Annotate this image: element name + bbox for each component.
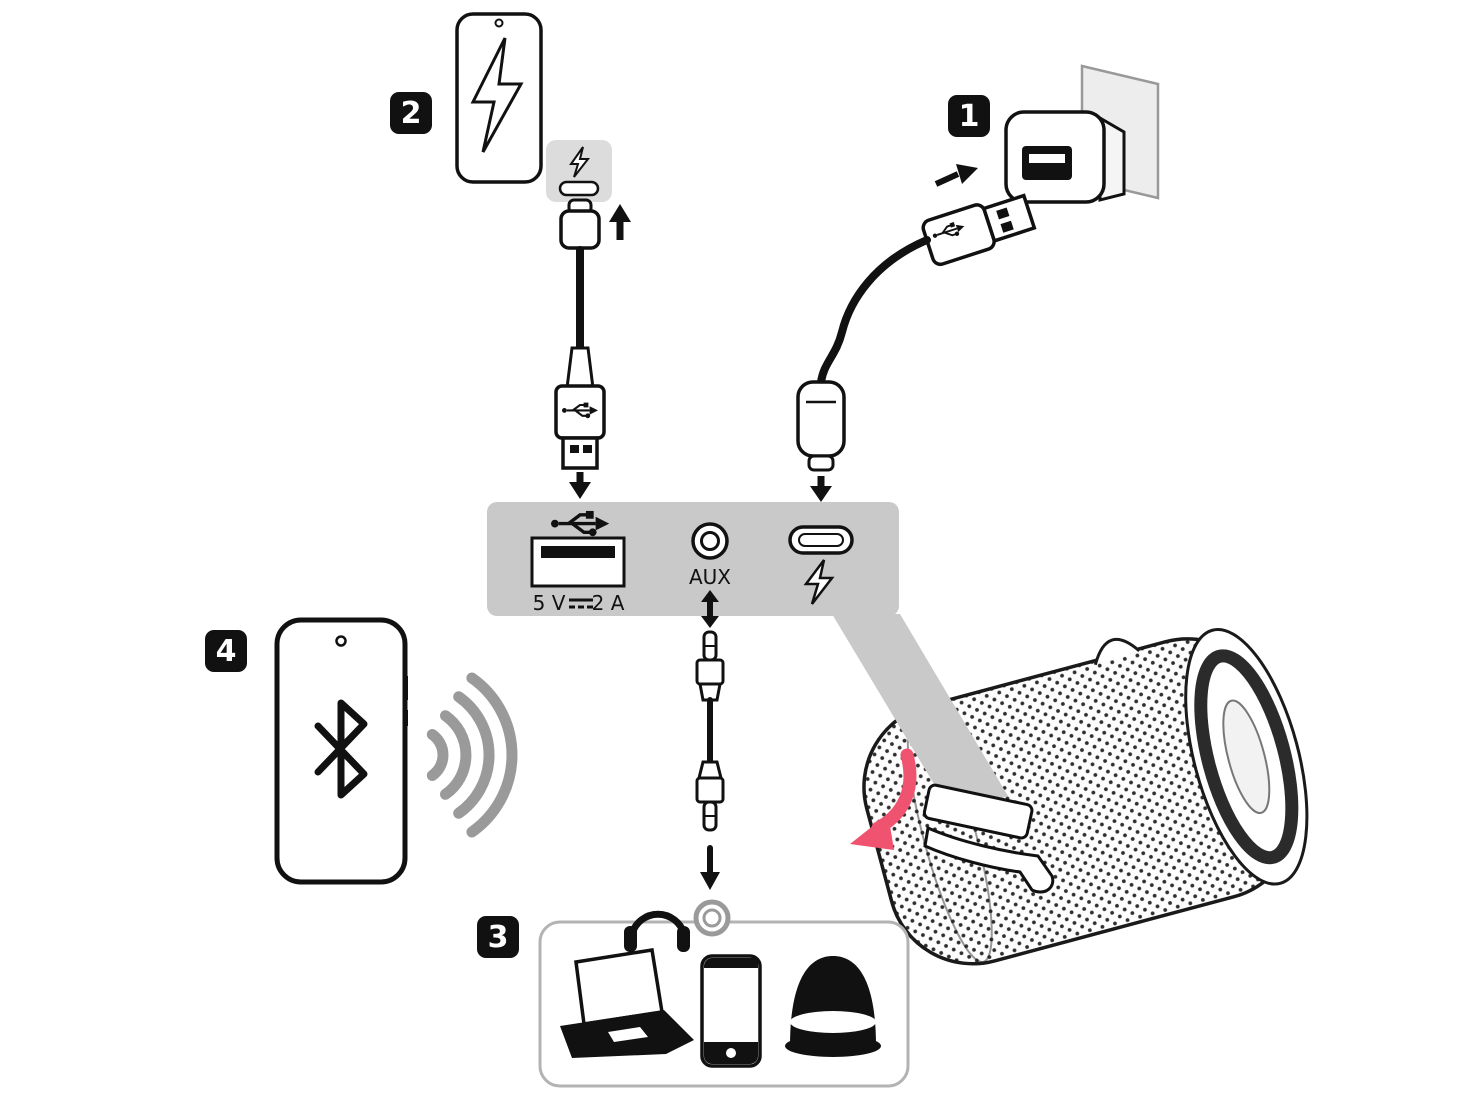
portable-speaker: [832, 614, 1309, 966]
bluetooth-icon: [314, 699, 368, 799]
step2-badge: 2: [390, 92, 432, 134]
aux-label: AUX: [689, 565, 731, 589]
usb-c-connector: [559, 198, 601, 250]
svg-text:1: 1: [959, 99, 980, 134]
aux-jack-icon-inner: [702, 908, 722, 928]
step3-aux-connection: 3: [477, 590, 910, 1088]
charging-lightning-icon: [470, 37, 524, 153]
speaker-strap: [1093, 638, 1141, 666]
usb-a-plug-shield: [981, 193, 1037, 244]
speaker-end-center: [1222, 699, 1271, 814]
adapter-usb-a-tongue: [1029, 154, 1065, 163]
headphones-icon: [624, 910, 690, 952]
step3-badge: 3: [477, 916, 519, 958]
step1-badge: 1: [948, 95, 990, 137]
aux-port-inner: [700, 531, 720, 551]
phone-notch: [335, 635, 347, 647]
usb-c-port-icon: [558, 180, 600, 197]
svg-text:2: 2: [401, 96, 422, 131]
usb-a-connector: [554, 346, 606, 470]
ports-panel: 5 V 2 A AUX: [487, 502, 899, 616]
phone-notch: [494, 18, 504, 28]
usb-cable: [817, 236, 931, 386]
step1-power-adapter: 1: [796, 64, 1160, 502]
cable-strain-relief: [565, 346, 595, 390]
usb-current-label: 2 A: [592, 591, 625, 615]
charging-lightning-icon: [803, 559, 835, 605]
charging-lightning-icon: [569, 146, 591, 178]
step2-phone-charging: 2: [390, 12, 631, 499]
smartphone-icon: [700, 954, 762, 1068]
usb-voltage-label: 5 V: [533, 591, 566, 615]
usb-c-connector: [796, 380, 846, 472]
step4-bluetooth-pairing: 4: [205, 617, 518, 885]
usb-c-port-callout: [546, 140, 612, 202]
bluetooth-phone: [274, 617, 408, 885]
port-recess: [922, 783, 1034, 840]
port-cover-flap: [923, 825, 1055, 894]
usb-a-port: [530, 536, 626, 588]
plug-direction-arrow: [934, 171, 960, 187]
wedge-callout: [832, 614, 1008, 814]
speaker-end-ring: [1194, 649, 1299, 865]
arrow-up-head: [609, 204, 631, 222]
aux-cable: [695, 630, 725, 832]
arrow-down-head: [810, 486, 832, 502]
laptop-icon: [560, 947, 694, 1058]
home-speaker-icon: [785, 956, 881, 1057]
signal-waves-icon: [426, 672, 518, 838]
plug-direction-arrowhead: [956, 164, 978, 184]
open-cover-arrowhead: [850, 814, 894, 850]
usb-c-port-inner: [798, 533, 844, 547]
dc-symbol-icon: [569, 598, 593, 609]
usb-a-port-tongue: [541, 546, 615, 558]
arrow-down-head: [569, 482, 591, 499]
charging-phone: [455, 12, 543, 184]
usb-a-plug: [921, 193, 1037, 267]
arrow-down-head: [700, 872, 720, 890]
svg-text:4: 4: [216, 634, 237, 669]
svg-text:3: 3: [488, 920, 509, 955]
step4-badge: 4: [205, 630, 247, 672]
